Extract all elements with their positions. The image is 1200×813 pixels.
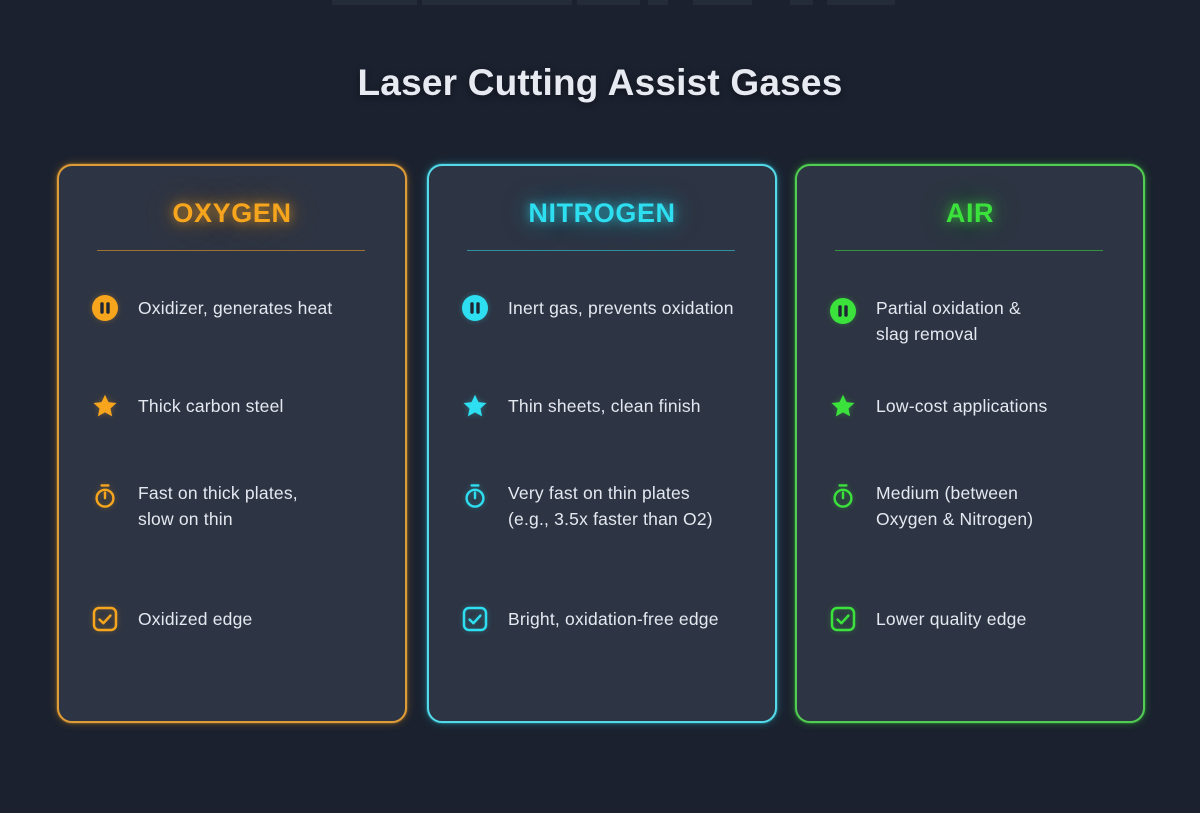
top-edge-fragment — [422, 0, 572, 5]
top-edge-fragment — [827, 0, 895, 5]
feature-row: Bright, oxidation-free edge — [462, 606, 753, 632]
feature-row: Oxidizer, generates heat — [92, 295, 383, 321]
pause-icon — [462, 295, 488, 321]
feature-row: Inert gas, prevents oxidation — [462, 295, 753, 321]
feature-text: Thin sheets, clean finish — [508, 396, 701, 416]
stopwatch-icon — [830, 483, 856, 509]
feature-text: Partial oxidation & slag removal — [876, 298, 1021, 344]
card-title-divider — [467, 250, 735, 251]
feature-text: Inert gas, prevents oxidation — [508, 298, 734, 318]
feature-text: Thick carbon steel — [138, 396, 284, 416]
feature-row: Fast on thick plates, slow on thin — [92, 480, 383, 532]
feature-row: Thick carbon steel — [92, 393, 383, 419]
gas-card-air: AIR Partial oxidation & slag removal Low… — [795, 164, 1145, 723]
feature-row: Lower quality edge — [830, 606, 1121, 632]
stopwatch-icon — [92, 483, 118, 509]
gas-card-nitrogen: NITROGEN Inert gas, prevents oxidation T… — [427, 164, 777, 723]
feature-row: Very fast on thin plates (e.g., 3.5x fas… — [462, 480, 753, 532]
gas-card-oxygen: OXYGEN Oxidizer, generates heat Thick ca… — [57, 164, 407, 723]
feature-text: Oxidizer, generates heat — [138, 298, 333, 318]
star-icon — [830, 393, 856, 419]
top-edge-fragment — [790, 0, 813, 5]
pause-icon — [92, 295, 118, 321]
star-icon — [462, 393, 488, 419]
feature-text: Lower quality edge — [876, 609, 1027, 629]
feature-row: Partial oxidation & slag removal — [830, 295, 1121, 347]
stopwatch-icon — [462, 483, 488, 509]
feature-row: Medium (between Oxygen & Nitrogen) — [830, 480, 1121, 532]
feature-row: Low-cost applications — [830, 393, 1121, 419]
feature-text: Low-cost applications — [876, 396, 1048, 416]
feature-text: Fast on thick plates, slow on thin — [138, 483, 298, 529]
gas-card-title: NITROGEN — [528, 198, 676, 228]
page-title: Laser Cutting Assist Gases — [357, 62, 843, 103]
feature-row: Oxidized edge — [92, 606, 383, 632]
card-title-divider — [97, 250, 365, 251]
gas-card-title: AIR — [945, 198, 995, 228]
feature-text: Very fast on thin plates (e.g., 3.5x fas… — [508, 483, 713, 529]
top-edge-fragment — [693, 0, 752, 5]
feature-text: Medium (between Oxygen & Nitrogen) — [876, 483, 1034, 529]
feature-text: Oxidized edge — [138, 609, 253, 629]
checkbox-icon — [462, 606, 488, 632]
top-edge-fragment — [332, 0, 417, 5]
checkbox-icon — [92, 606, 118, 632]
feature-row: Thin sheets, clean finish — [462, 393, 753, 419]
top-edge-fragment — [648, 0, 668, 5]
top-edge-fragment — [577, 0, 640, 5]
gas-card-title: OXYGEN — [172, 198, 292, 228]
card-title-divider — [835, 250, 1103, 251]
checkbox-icon — [830, 606, 856, 632]
feature-text: Bright, oxidation-free edge — [508, 609, 719, 629]
pause-icon — [830, 298, 856, 324]
star-icon — [92, 393, 118, 419]
